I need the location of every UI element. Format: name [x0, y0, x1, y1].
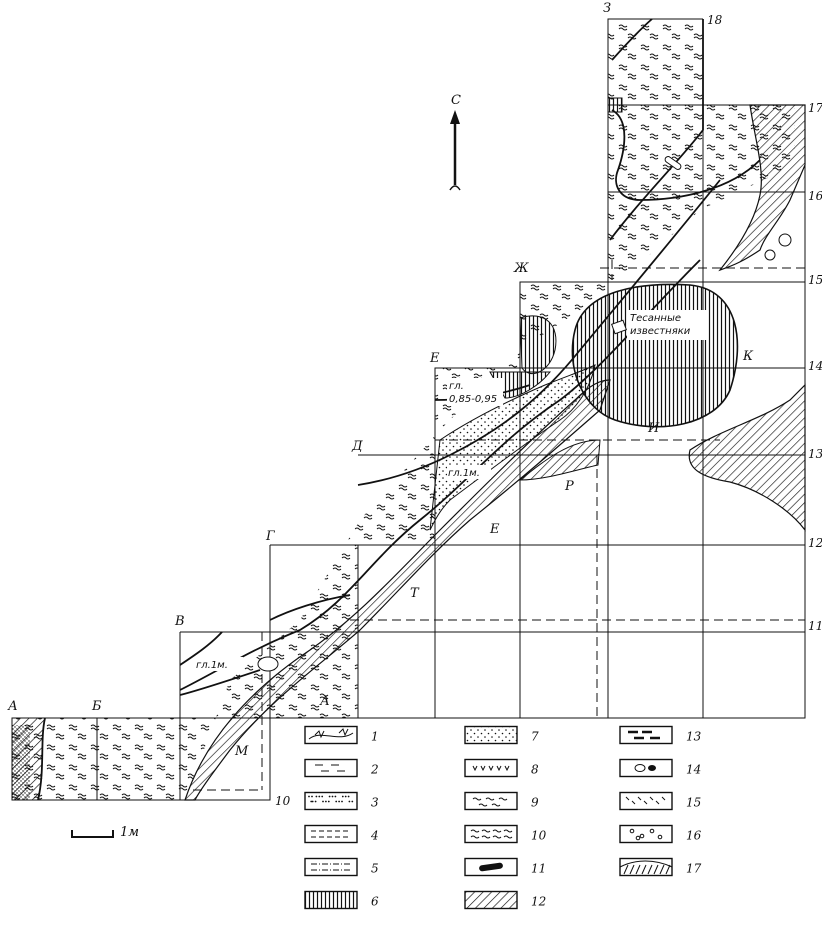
legend-swatch — [464, 824, 518, 844]
scale-label: 1м — [120, 825, 139, 840]
row-17: 17 — [808, 101, 822, 115]
column-labels: А Б В Г Д Е Ж З — [7, 1, 611, 714]
legend-item: 8 — [464, 758, 539, 778]
legend-item: 7 — [464, 725, 539, 745]
col-a: А — [7, 699, 18, 714]
row-11: 11 — [808, 619, 822, 633]
legend-swatch — [619, 824, 673, 844]
legend-swatch — [619, 758, 673, 778]
col-v: В — [174, 614, 185, 629]
depth-label-d: гл.1м. — [448, 468, 480, 479]
legend-item: 13 — [619, 725, 702, 745]
trench-k: К — [742, 349, 754, 364]
depth-label-v: гл.1м. — [196, 660, 228, 671]
stone-label-2: известняки — [630, 326, 691, 337]
legend-number: 10 — [531, 829, 547, 843]
legend-item: 6 — [304, 890, 379, 910]
row-10: 10 — [275, 794, 291, 808]
legend-swatch — [619, 791, 673, 811]
col-g: Г — [265, 529, 275, 544]
diagonal-hatch-zones — [11, 104, 806, 801]
row-16: 16 — [808, 189, 822, 203]
trench-a: А — [319, 694, 330, 709]
legend-item: 4 — [304, 824, 379, 844]
stone-label-1: Тесанные — [630, 313, 681, 324]
legend-swatch — [304, 857, 358, 877]
trench-m: М — [234, 744, 249, 759]
legend-swatch — [304, 758, 358, 778]
north-arrow: С — [449, 93, 461, 191]
legend-number: 9 — [531, 796, 539, 810]
sand-dots-zones — [12, 364, 596, 800]
legend-item: 16 — [619, 824, 702, 844]
row-15: 15 — [808, 273, 822, 287]
legend-item: 12 — [464, 890, 546, 910]
legend-number: 8 — [531, 763, 539, 777]
trench-letters: А Т Е Р И К М — [234, 349, 754, 759]
legend-number: 16 — [686, 829, 702, 843]
legend-item: 17 — [619, 857, 702, 877]
legend-swatch — [464, 791, 518, 811]
row-18: 18 — [707, 13, 723, 27]
north-label: С — [451, 93, 461, 108]
layer-boundaries — [37, 18, 761, 801]
legend-number: 4 — [370, 829, 379, 843]
wave-fill-zones — [12, 19, 795, 800]
legend-swatch — [304, 824, 358, 844]
legend-number: 14 — [686, 763, 701, 777]
legend-number: 1 — [371, 730, 379, 744]
legend-item: 3 — [304, 791, 379, 811]
legend-number: 17 — [686, 862, 702, 876]
legend-item: 10 — [464, 824, 547, 844]
legend-number: 15 — [686, 796, 701, 810]
trench-i: И — [647, 421, 660, 436]
legend-item: 9 — [464, 791, 539, 811]
depth-label-e-1: гл. — [449, 381, 464, 392]
col-b: Б — [91, 699, 102, 714]
depth-label-e-2: 0,85-0,95 — [449, 394, 497, 405]
col-d: Д — [351, 439, 363, 454]
legend-number: 7 — [531, 730, 539, 744]
dashed-trench-lines — [193, 260, 805, 791]
legend-item: 2 — [304, 758, 379, 778]
legend-item: 1 — [304, 725, 379, 745]
legend-item: 5 — [304, 857, 379, 877]
row-13: 13 — [808, 447, 822, 461]
legend-number: 5 — [371, 862, 379, 876]
legend-swatch — [464, 758, 518, 778]
grid-lines — [11, 18, 806, 801]
legend-number: 2 — [370, 763, 379, 777]
annotations: Тесанные известняки гл.1м. гл.1м. гл. 0,… — [195, 310, 707, 671]
stone-objects — [257, 156, 792, 672]
col-zh: Ж — [513, 261, 529, 276]
row-labels: 10 11 12 13 14 15 16 17 18 — [275, 13, 822, 808]
legend-number: 13 — [686, 730, 702, 744]
legend-swatch — [619, 725, 673, 745]
legend-number: 6 — [371, 895, 379, 909]
legend-item: 15 — [619, 791, 701, 811]
legend-item: 11 — [464, 857, 546, 877]
trench-r: Р — [564, 479, 574, 494]
legend-item: 14 — [619, 758, 701, 778]
scale-bar: 1м — [71, 825, 139, 840]
col-e: Е — [429, 351, 440, 366]
legend-number: 12 — [531, 895, 546, 909]
legend-number: 3 — [371, 796, 379, 810]
legend-swatch — [304, 791, 358, 811]
trench-t: Т — [410, 586, 420, 601]
row-12: 12 — [808, 536, 822, 550]
col-z: З — [603, 1, 611, 16]
trench-e: Е — [489, 522, 500, 537]
legend-number: 11 — [531, 862, 546, 876]
row-14: 14 — [808, 359, 822, 373]
